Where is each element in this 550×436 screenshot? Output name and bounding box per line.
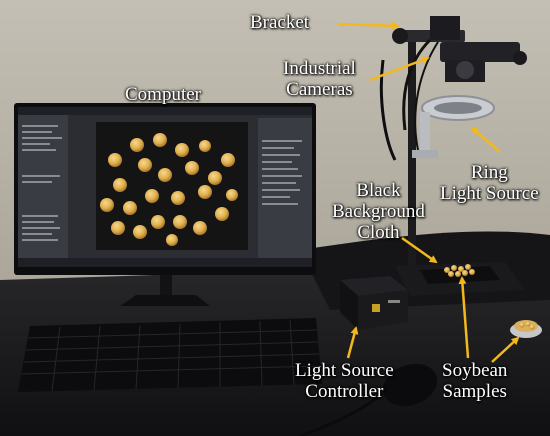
arrow-ring xyxy=(470,126,501,153)
label-line: Background xyxy=(332,201,425,222)
label-line: Light Source xyxy=(440,183,539,204)
monitor xyxy=(14,103,316,306)
label-line: Black xyxy=(356,180,401,201)
label-computer: Computer xyxy=(125,84,201,105)
label-line: Controller xyxy=(305,381,384,402)
annotation-arrows xyxy=(337,21,520,363)
arrow-samples-tray xyxy=(458,276,470,359)
label-line: Soybean xyxy=(442,360,508,381)
label-ring-light-source: Ring Light Source xyxy=(440,162,539,204)
label-line: Cloth xyxy=(357,222,400,243)
label-line: Ring xyxy=(470,162,508,183)
soybean-sample-dish xyxy=(510,320,542,338)
label-light-source-controller: Light Source Controller xyxy=(295,360,394,402)
screen-soybeans xyxy=(100,133,238,246)
label-line: Industrial xyxy=(283,58,356,79)
arrow-samples-dish xyxy=(491,336,520,363)
stage-soybeans xyxy=(444,264,475,277)
label-line: Light Source xyxy=(295,360,394,381)
label-bracket: Bracket xyxy=(250,12,310,33)
mouse xyxy=(382,363,438,407)
arrow-cloth xyxy=(401,236,438,264)
ring-light xyxy=(412,95,495,158)
arrow-bracket xyxy=(337,21,400,30)
label-soybean-samples: Soybean Samples xyxy=(442,360,507,402)
industrial-cameras xyxy=(379,16,527,161)
label-industrial-cameras: Industrial Cameras xyxy=(283,58,356,100)
light-controller-box xyxy=(340,276,408,330)
keyboard xyxy=(18,318,322,392)
arrow-cameras xyxy=(369,56,430,82)
label-line: Cameras xyxy=(286,79,353,100)
arrow-controller xyxy=(346,326,359,359)
label-line: Samples xyxy=(442,381,507,402)
label-black-background-cloth: Black Background Cloth xyxy=(332,180,425,243)
